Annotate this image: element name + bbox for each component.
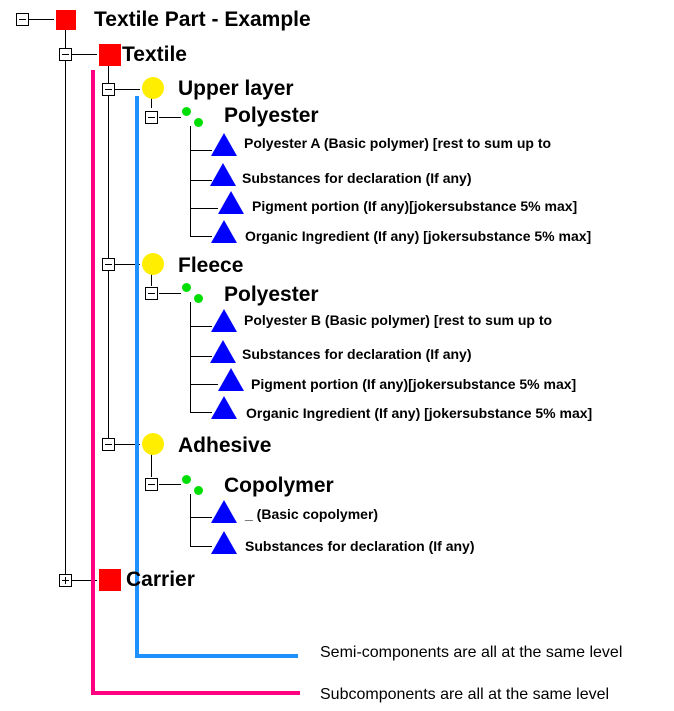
connector-line: [72, 580, 97, 581]
fleece-label: Fleece: [178, 254, 244, 277]
semi-component-circle-icon: [142, 433, 164, 455]
connector-line: [108, 66, 109, 444]
connector-line: [115, 89, 140, 90]
connector-line: [190, 208, 218, 209]
collapse-toggle[interactable]: [145, 478, 158, 491]
substance-label: Organic Ingredient (If any) [jokersubsta…: [246, 405, 593, 421]
material-dot-icon: [182, 283, 191, 292]
collapse-toggle[interactable]: [145, 287, 158, 300]
connector-line: [190, 326, 212, 327]
copolymer-label: Copolymer: [224, 474, 334, 497]
connector-line: [190, 302, 191, 412]
component-square-icon: [56, 10, 76, 30]
expand-toggle[interactable]: [59, 574, 72, 587]
connector-line: [190, 180, 212, 181]
upper-polyester-label: Polyester: [224, 104, 319, 127]
collapse-toggle[interactable]: [102, 258, 115, 271]
connector-line: [190, 546, 212, 547]
substance-triangle-icon: [210, 163, 236, 186]
subcomponents-note: Subcomponents are all at the same level: [320, 686, 610, 703]
carrier-label: Carrier: [126, 568, 195, 591]
substance-label: Substances for declaration (If any): [245, 538, 475, 554]
substance-triangle-icon: [210, 340, 236, 363]
substance-label: Organic Ingredient (If any) [jokersubsta…: [245, 228, 592, 244]
connector-line: [151, 452, 152, 477]
connector-line: [190, 126, 191, 236]
substance-label: Polyester A (Basic polymer) [rest to sum…: [244, 135, 552, 151]
material-dot-icon: [194, 118, 203, 127]
semi-components-note: Semi-components are all at the same leve…: [320, 644, 623, 661]
connector-line: [190, 412, 212, 413]
connector-line: [190, 236, 212, 237]
substance-triangle-icon: [211, 133, 237, 156]
root-label: Textile Part - Example: [94, 8, 311, 31]
substance-triangle-icon: [218, 368, 244, 391]
component-square-icon: [99, 44, 121, 66]
substance-label: Substances for declaration (If any): [242, 170, 472, 186]
substance-triangle-icon: [211, 531, 237, 554]
substance-triangle-icon: [211, 220, 237, 243]
substance-label: Polyester B (Basic polymer) [rest to sum…: [244, 312, 553, 328]
collapse-toggle[interactable]: [102, 83, 115, 96]
connector-line: [115, 444, 140, 445]
subcomponent-bracket-vertical: [91, 70, 95, 694]
connector-line: [159, 117, 181, 118]
substance-label: Pigment portion (If any)[jokersubstance …: [251, 376, 577, 392]
substance-triangle-icon: [218, 191, 244, 214]
semi-component-circle-icon: [142, 77, 164, 99]
adhesive-label: Adhesive: [178, 434, 272, 457]
substance-label: _ (Basic copolymer): [245, 506, 379, 522]
connector-line: [190, 384, 218, 385]
fleece-polyester-label: Polyester: [224, 283, 319, 306]
material-dot-icon: [194, 294, 203, 303]
collapse-toggle[interactable]: [102, 438, 115, 451]
subcomponent-bracket-horizontal: [91, 691, 300, 695]
connector-line: [29, 19, 54, 20]
semi-component-bracket-vertical: [135, 96, 139, 658]
material-dot-icon: [182, 107, 191, 116]
material-dot-icon: [194, 486, 203, 495]
connector-line: [151, 272, 152, 286]
connector-line: [72, 54, 97, 55]
component-square-icon: [99, 569, 121, 591]
connector-line: [190, 356, 212, 357]
substance-triangle-icon: [211, 500, 237, 523]
collapse-toggle[interactable]: [59, 48, 72, 61]
connector-line: [190, 494, 191, 546]
connector-line: [159, 484, 181, 485]
semi-component-bracket-horizontal: [135, 654, 298, 658]
collapse-toggle[interactable]: [16, 13, 29, 26]
connector-line: [190, 150, 212, 151]
connector-line: [65, 30, 66, 578]
substance-label: Substances for declaration (If any): [242, 346, 472, 362]
collapse-toggle[interactable]: [145, 111, 158, 124]
connector-line: [115, 264, 140, 265]
substance-triangle-icon: [211, 396, 237, 419]
material-dot-icon: [182, 475, 191, 484]
substance-triangle-icon: [211, 309, 237, 332]
semi-component-circle-icon: [142, 253, 164, 275]
connector-line: [159, 293, 181, 294]
textile-label: Textile: [122, 43, 187, 66]
upper-layer-label: Upper layer: [178, 77, 294, 100]
substance-label: Pigment portion (If any)[jokersubstance …: [252, 198, 578, 214]
connector-line: [190, 517, 212, 518]
connector-line: [151, 96, 152, 108]
